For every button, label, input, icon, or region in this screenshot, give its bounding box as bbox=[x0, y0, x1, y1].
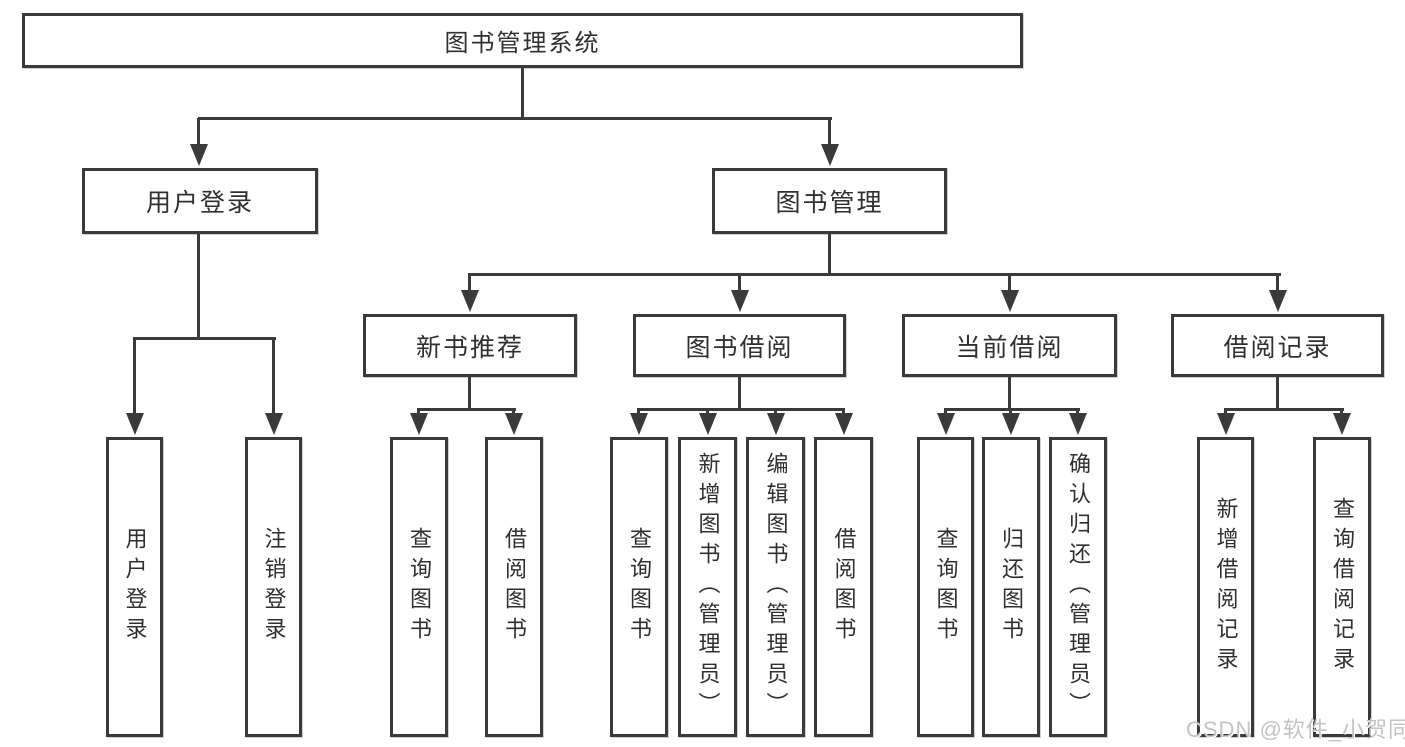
arrow-to-leaf-borrow-books-recommend bbox=[504, 408, 523, 435]
connector-bookborrow-stem bbox=[738, 376, 741, 411]
node-label: 新增图书（管理员） bbox=[695, 452, 721, 722]
connector-root-horizontal bbox=[198, 117, 832, 120]
leaf-query-borrow-record: 查询借阅记录 bbox=[1313, 437, 1371, 737]
node-borrowing-records: 借阅记录 bbox=[1171, 314, 1384, 377]
arrow-to-leaf-user-login bbox=[125, 337, 144, 435]
arrow-to-new-book-recommend bbox=[460, 273, 479, 312]
node-book-borrowing: 图书借阅 bbox=[633, 314, 846, 377]
node-label: 新书推荐 bbox=[415, 333, 524, 362]
connector-userlogin-stem bbox=[197, 233, 200, 340]
node-label: 图书管理 bbox=[775, 189, 884, 217]
connector-newbook-stem bbox=[468, 376, 471, 411]
node-label: 图书借阅 bbox=[685, 333, 794, 362]
csdn-watermark: CSDN @软件_小贺同学 bbox=[1186, 717, 1405, 742]
arrow-to-leaf-add-borrow-record bbox=[1216, 408, 1235, 435]
arrow-to-leaf-confirm-return bbox=[1068, 408, 1087, 435]
node-user-login: 用户登录 bbox=[82, 168, 318, 234]
node-label: 查询图书 bbox=[407, 527, 432, 647]
connector-currentborrow-horizontal bbox=[944, 408, 1080, 411]
arrow-to-leaf-add-books bbox=[698, 408, 717, 435]
node-label: 注销登录 bbox=[261, 527, 287, 647]
leaf-add-borrow-record: 新增借阅记录 bbox=[1197, 437, 1254, 737]
arrow-to-book-borrowing bbox=[730, 273, 749, 312]
node-label: 查询图书 bbox=[933, 527, 959, 647]
connector-bookmgmt-horizontal bbox=[468, 273, 1281, 276]
arrow-to-book-management bbox=[820, 118, 839, 166]
arrow-to-leaf-query-books-recommend bbox=[409, 408, 428, 435]
node-label: 归还图书 bbox=[999, 527, 1024, 647]
connector-borrowrecord-stem bbox=[1276, 376, 1279, 411]
leaf-confirm-return-admin: 确认归还（管理员） bbox=[1049, 437, 1107, 737]
leaf-query-books-current: 查询图书 bbox=[917, 437, 974, 737]
node-label: 编辑图书（管理员） bbox=[763, 452, 789, 722]
node-label: 借阅图书 bbox=[502, 527, 527, 647]
leaf-borrow-books-borrowing: 借阅图书 bbox=[814, 437, 873, 737]
arrow-to-leaf-query-books-current bbox=[936, 408, 955, 435]
connector-userlogin-horizontal bbox=[133, 337, 276, 340]
leaf-return-books: 归还图书 bbox=[982, 437, 1040, 737]
node-label: 借阅记录 bbox=[1223, 333, 1332, 362]
node-label: 用户登录 bbox=[145, 189, 254, 217]
arrow-to-leaf-return-books bbox=[1001, 408, 1020, 435]
arrow-to-leaf-borrow-books-borrowing bbox=[834, 408, 853, 435]
node-library-system: 图书管理系统 bbox=[22, 13, 1023, 68]
node-label: 借阅图书 bbox=[831, 527, 857, 647]
node-current-borrowing: 当前借阅 bbox=[902, 314, 1117, 377]
connector-bookborrow-horizontal bbox=[637, 408, 845, 411]
arrow-to-leaf-query-borrow-record bbox=[1332, 408, 1351, 435]
node-label: 查询图书 bbox=[627, 527, 652, 647]
node-label: 确认归还（管理员） bbox=[1066, 452, 1091, 722]
leaf-add-books-admin: 新增图书（管理员） bbox=[678, 437, 737, 737]
connector-newbook-horizontal bbox=[417, 408, 516, 411]
node-book-management: 图书管理 bbox=[712, 168, 947, 234]
connector-currentborrow-stem bbox=[1008, 376, 1011, 411]
connector-borrowrecord-horizontal bbox=[1224, 408, 1344, 411]
arrow-to-borrowing-records bbox=[1268, 273, 1287, 312]
leaf-borrow-books-recommend: 借阅图书 bbox=[485, 437, 543, 737]
node-new-book-recommend: 新书推荐 bbox=[363, 314, 577, 377]
node-label: 查询借阅记录 bbox=[1330, 497, 1355, 677]
leaf-logout: 注销登录 bbox=[245, 437, 302, 737]
arrow-to-leaf-edit-books bbox=[766, 408, 785, 435]
arrow-to-leaf-logout bbox=[264, 337, 283, 435]
arrow-to-user-login bbox=[189, 118, 208, 166]
node-label: 当前借阅 bbox=[955, 333, 1064, 362]
connector-root-stem bbox=[521, 66, 524, 120]
arrow-to-current-borrowing bbox=[1000, 273, 1019, 312]
leaf-query-books-recommend: 查询图书 bbox=[390, 437, 448, 737]
leaf-user-login: 用户登录 bbox=[106, 437, 163, 737]
leaf-query-books-borrowing: 查询图书 bbox=[610, 437, 668, 737]
node-label: 用户登录 bbox=[122, 527, 148, 647]
node-label: 图书管理系统 bbox=[444, 30, 601, 57]
connector-bookmgmt-stem bbox=[828, 233, 831, 276]
node-label: 新增借阅记录 bbox=[1213, 497, 1239, 677]
arrow-to-leaf-query-books-borrowing bbox=[629, 408, 648, 435]
leaf-edit-books-admin: 编辑图书（管理员） bbox=[746, 437, 805, 737]
